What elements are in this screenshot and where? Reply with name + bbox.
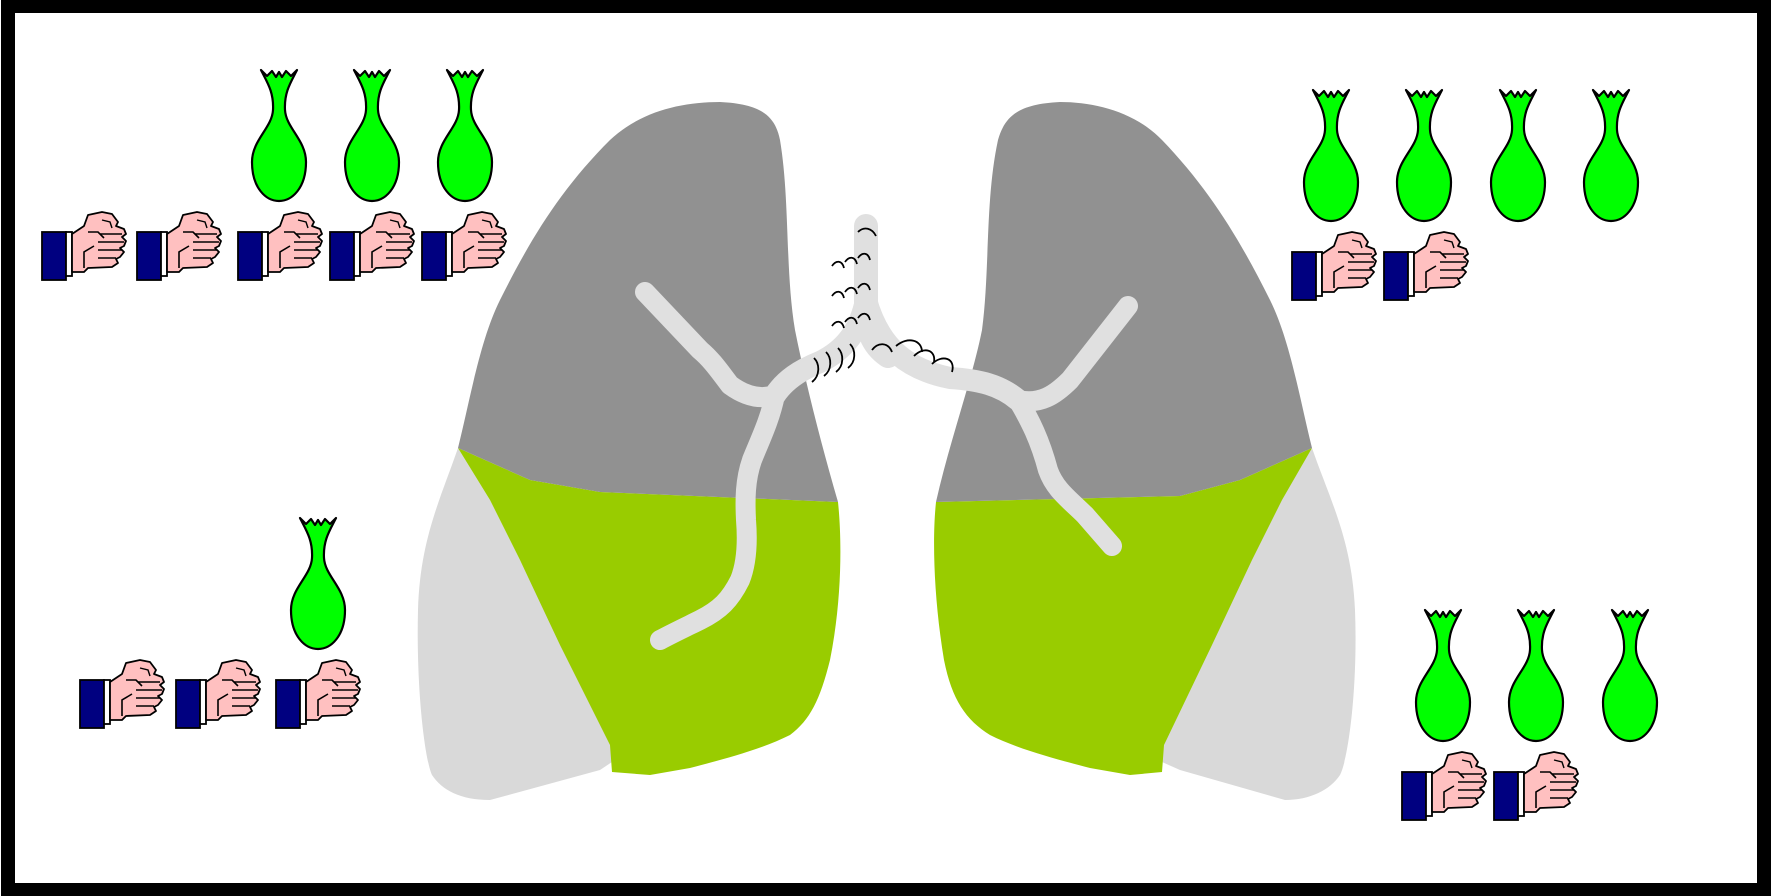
lungs-diagram-svg	[0, 0, 1772, 896]
diagram-canvas	[0, 0, 1772, 896]
